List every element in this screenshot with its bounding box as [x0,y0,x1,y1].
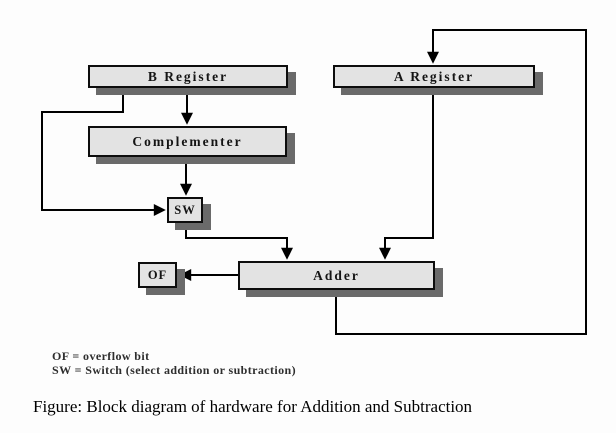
legend-line-sw: SW = Switch (select addition or subtract… [52,363,297,377]
of-box: OF [138,262,177,288]
legend-line-of: OF = overflow bit [52,349,150,363]
legend: OF = overflow bit SW = Switch (select ad… [52,349,296,377]
adder-box: Adder [238,261,435,290]
complementer-label: Complementer [132,133,243,149]
arrow-sw-to-adder [185,222,293,260]
sw-label: SW [174,202,196,217]
sw-box: SW [167,197,203,223]
a-register-label: A Register [393,68,475,84]
a-register-box: A Register [333,65,535,88]
figure-caption: Figure: Block diagram of hardware for Ad… [33,397,473,416]
arrow-breg-to-sw [41,87,166,216]
arrow-adder-to-areg [335,29,587,335]
b-register-box: B Register [88,65,288,88]
of-label: OF [147,267,168,282]
complementer-box: Complementer [88,126,287,157]
arrow-areg-to-adder [379,87,434,260]
b-register-label: B Register [147,68,229,84]
adder-label: Adder [313,267,360,283]
